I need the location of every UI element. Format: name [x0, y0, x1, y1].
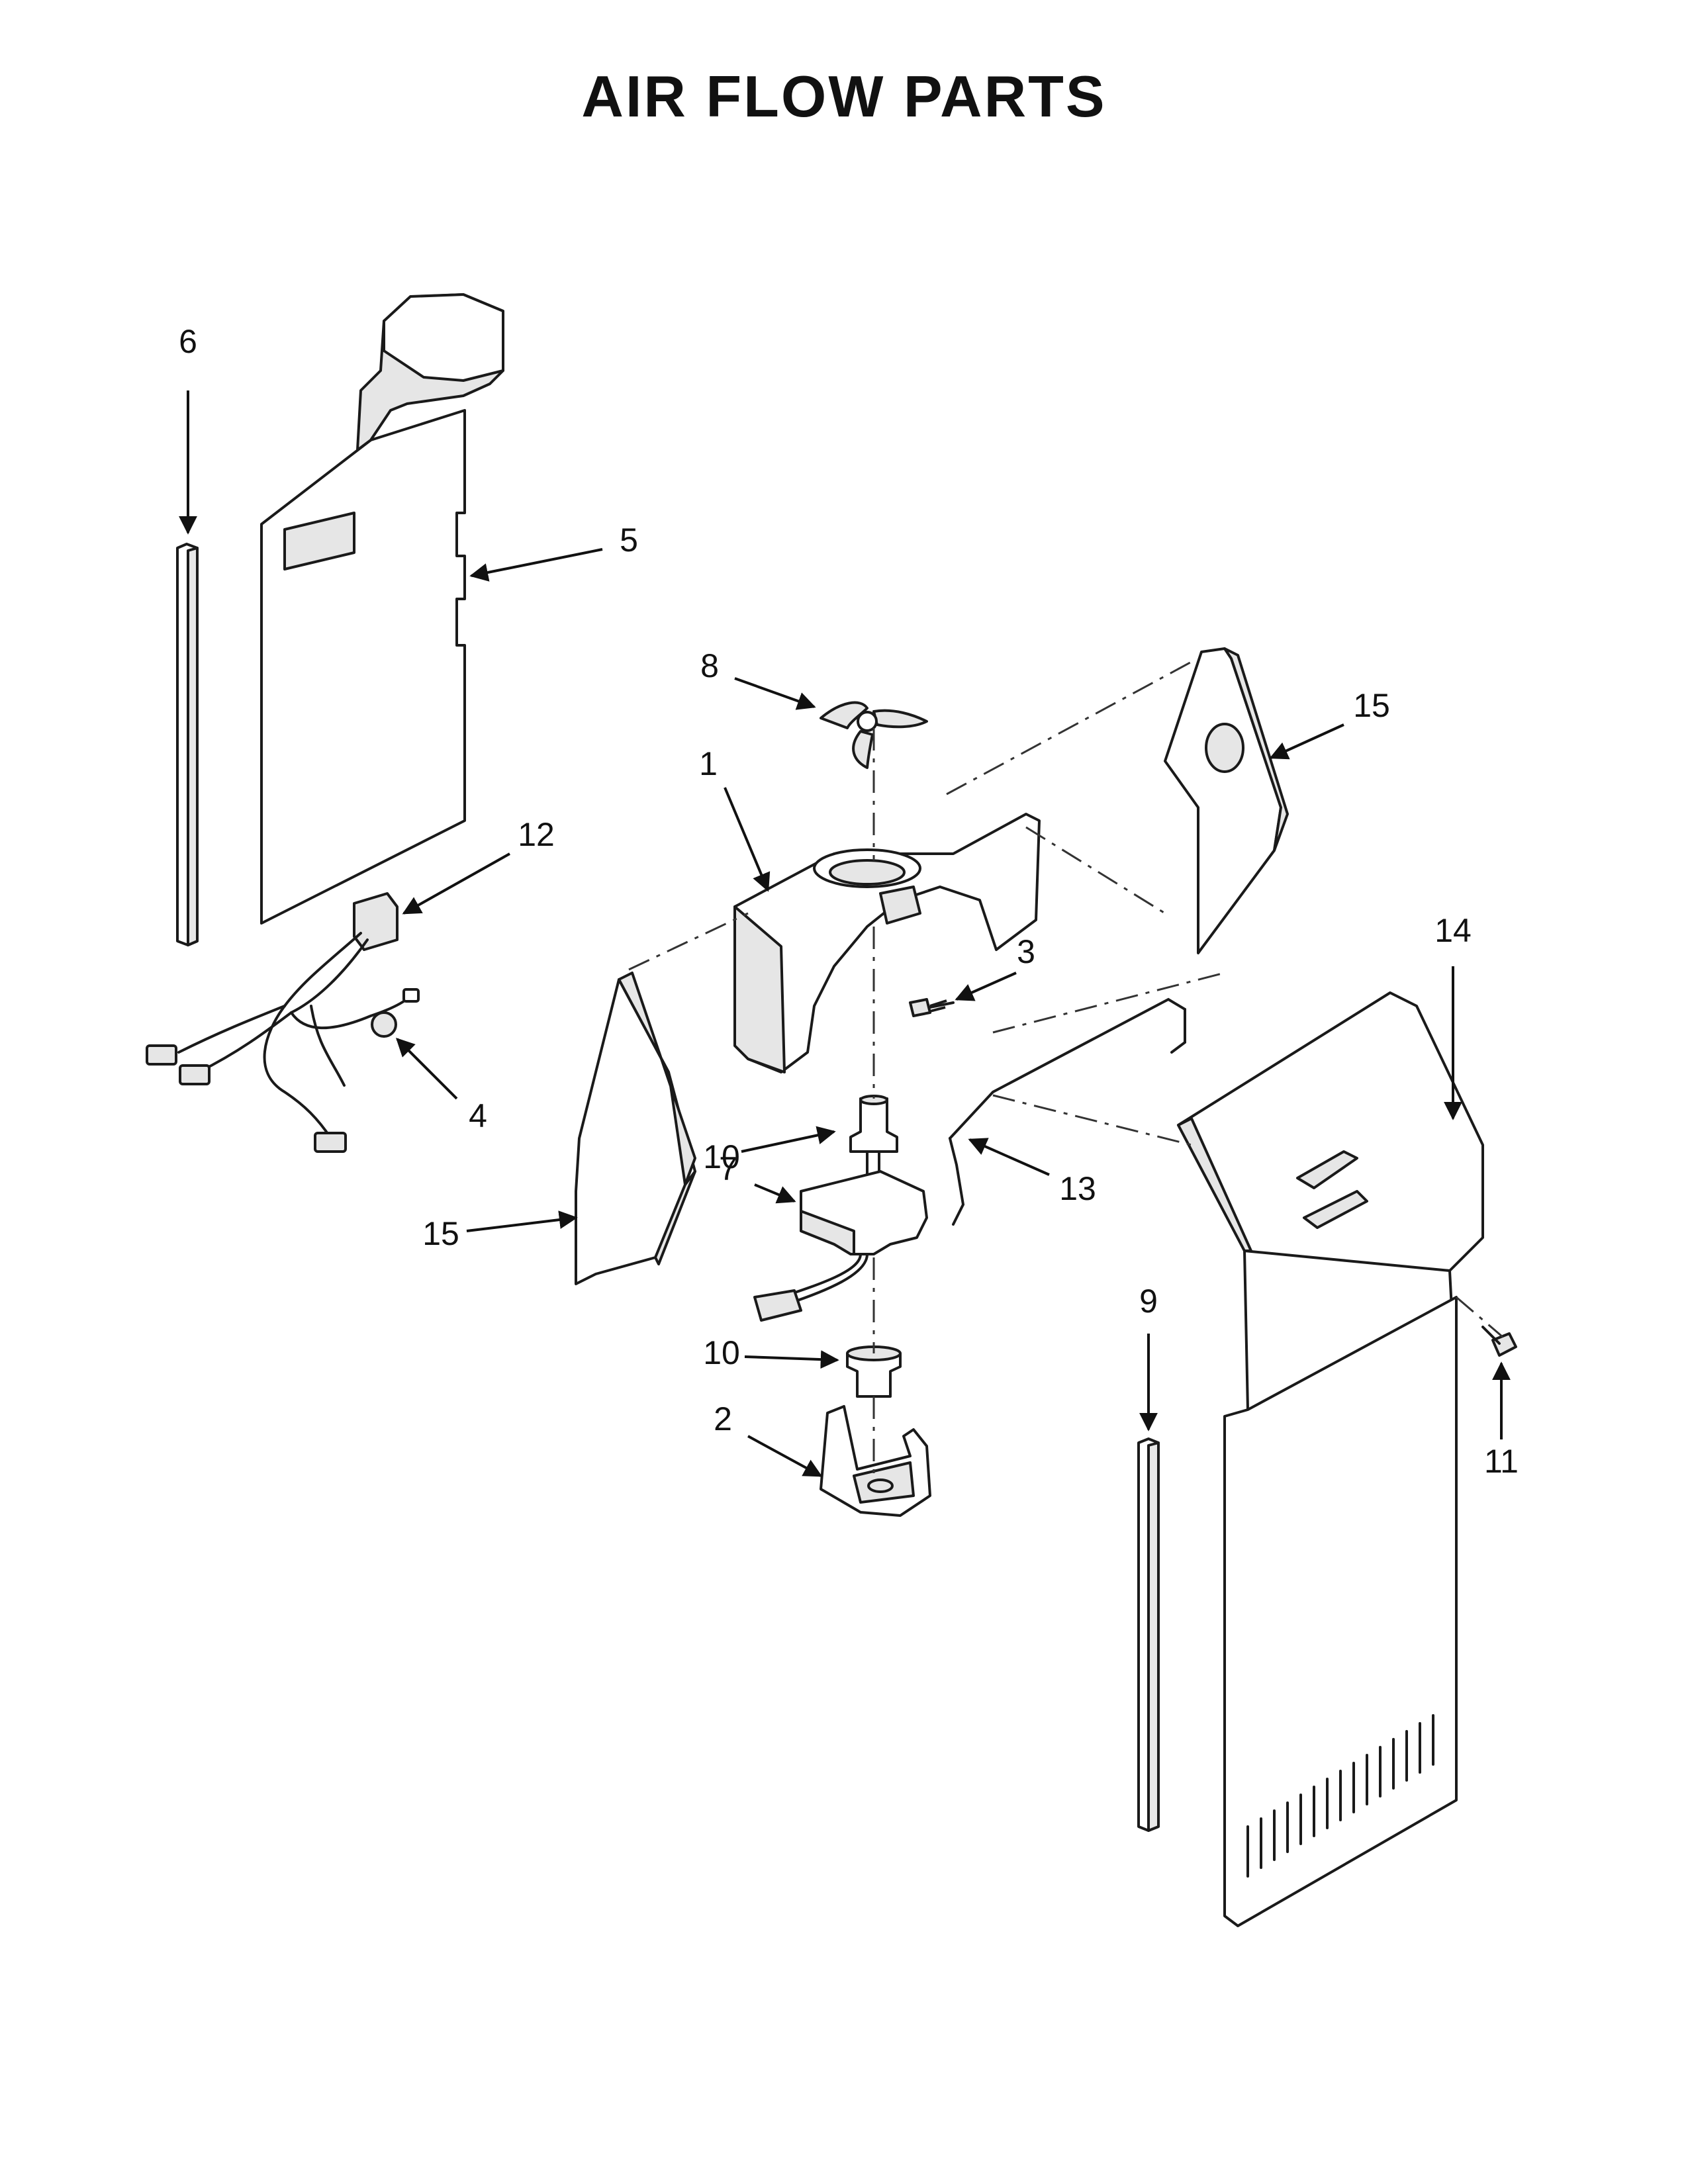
part-5-air-duct-panel[interactable] [260, 293, 504, 925]
vent-slots [1246, 1714, 1434, 1878]
callout-12: 12 [518, 816, 555, 853]
callout-4: 4 [469, 1097, 487, 1134]
part-9-seal-strip[interactable] [1137, 1437, 1160, 1832]
callout-13: 13 [1059, 1170, 1096, 1207]
callout-11: 11 [1484, 1443, 1519, 1480]
part-1-fan-housing[interactable] [733, 813, 1041, 1073]
part-7-fan-motor[interactable] [753, 1150, 928, 1322]
callout-5: 5 [620, 522, 638, 559]
callout-14: 14 [1434, 912, 1472, 949]
callout-8: 8 [700, 647, 719, 684]
part-10-grommet-lower[interactable] [846, 1345, 902, 1398]
callout-6: 6 [179, 323, 197, 360]
part-12-wire-harness[interactable] [146, 892, 420, 1153]
callout-3: 3 [1017, 933, 1035, 970]
part-4-plug[interactable] [371, 1011, 397, 1038]
part-15-baffle-left[interactable] [575, 972, 696, 1285]
leader-lines [179, 390, 1511, 1477]
callout-15-right: 15 [1353, 687, 1390, 724]
part-14-air-tower-cover[interactable] [1177, 991, 1484, 1927]
part-3-screw[interactable] [909, 998, 955, 1017]
part-6-seal-strip[interactable] [176, 543, 199, 946]
assembly-centerlines [628, 660, 1503, 1476]
part-11-screw[interactable] [1481, 1326, 1517, 1357]
page-title: AIR FLOW PARTS [581, 64, 1107, 129]
part-8-fan-blade[interactable] [820, 701, 928, 769]
callout-10-lower: 10 [703, 1334, 740, 1371]
callout-7: 7 [719, 1150, 737, 1187]
part-15-baffle-right[interactable] [1164, 647, 1289, 954]
part-2-motor-bracket[interactable] [820, 1405, 931, 1517]
callout-2: 2 [714, 1400, 732, 1437]
callout-9: 9 [1139, 1283, 1158, 1320]
part-10-grommet-upper[interactable] [849, 1095, 898, 1153]
callout-15-left: 15 [422, 1215, 459, 1252]
callout-10-upper: 10 [703, 1138, 740, 1175]
callout-1: 1 [699, 745, 718, 782]
callouts: 6 5 8 15 1 12 14 3 4 10 7 13 15 9 10 2 1… [179, 323, 1519, 1480]
part-13-wire-retainer[interactable] [949, 997, 1186, 1226]
